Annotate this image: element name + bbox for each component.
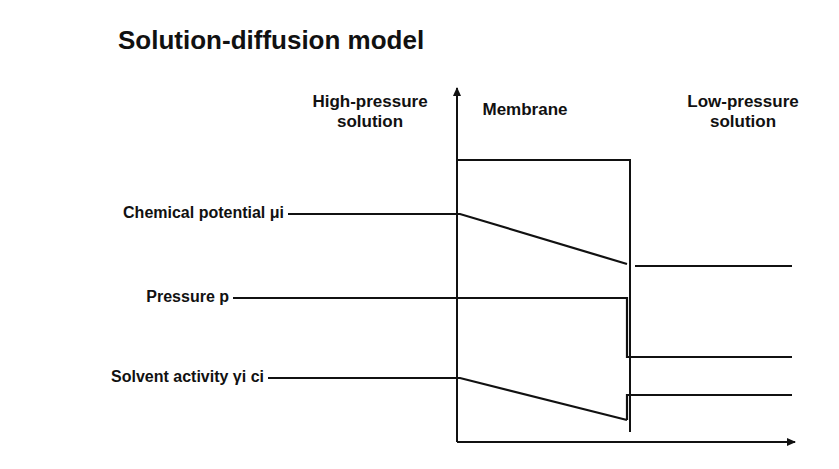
profile-label: Chemical potential μi (123, 204, 284, 222)
region-heading: Membrane (470, 100, 580, 120)
membrane-outline (457, 160, 630, 432)
chemical-potential-line (288, 214, 627, 264)
horizontal-axis (457, 441, 795, 443)
diagram-title: Solution-diffusion model (118, 26, 424, 56)
pressure-line (233, 298, 792, 357)
profile-label: Pressure p (146, 288, 229, 306)
activity-line (268, 378, 627, 420)
vertical-axis (456, 88, 458, 442)
region-heading: Low-pressure solution (668, 92, 818, 131)
profile-label: Solvent activity γi ci (111, 368, 264, 386)
chemical-potential-line (635, 265, 792, 267)
activity-line (627, 395, 792, 420)
region-heading: High-pressure solution (295, 92, 445, 131)
